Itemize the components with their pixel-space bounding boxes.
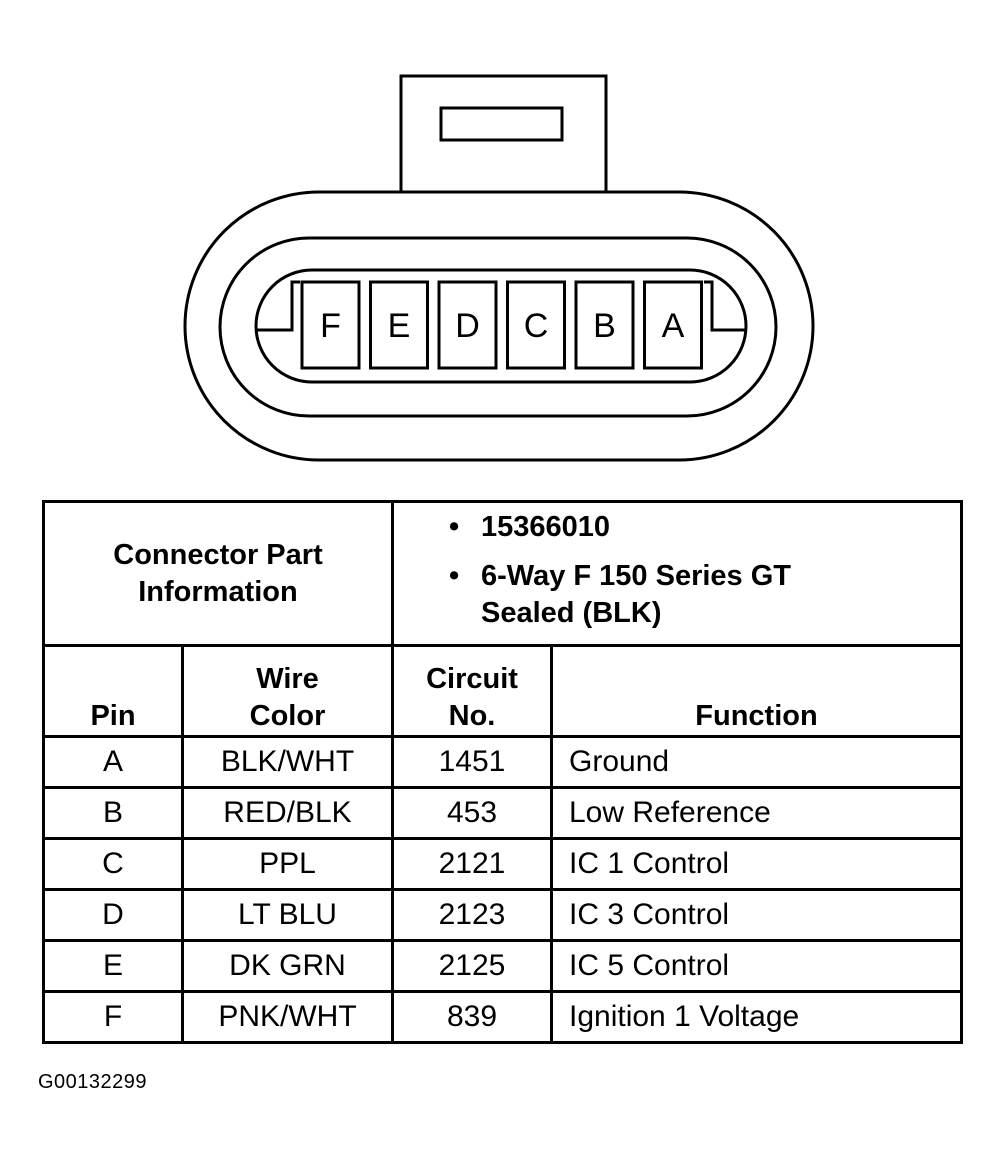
pin-cell: E	[42, 939, 184, 993]
connector-lock-slot	[439, 106, 564, 142]
connector-seal-contour	[218, 236, 778, 418]
function-cell: Ground	[550, 735, 963, 789]
col-header-function: Function	[550, 644, 963, 738]
cavity-label: C	[524, 307, 549, 345]
circuit-cell: 453	[391, 786, 553, 840]
part-info-item: • 15366010	[449, 509, 960, 546]
cavity-label: A	[662, 307, 685, 345]
function-cell: IC 5 Control	[550, 939, 963, 993]
circuit-cell: 2125	[391, 939, 553, 993]
cavity-a	[643, 280, 703, 370]
connector-outer-shell	[183, 190, 815, 462]
wire-color-cell: PPL	[181, 837, 394, 891]
part-info-item: • 6-Way F 150 Series GT Sealed (BLK)	[449, 558, 960, 632]
wire-color-cell: BLK/WHT	[181, 735, 394, 789]
connector-info-table: Connector Part Information • 15366010 • …	[42, 500, 963, 1044]
pin-cell: F	[42, 990, 184, 1044]
cavity-b	[574, 280, 635, 370]
connector-left-notch	[256, 280, 300, 332]
part-number: 15366010	[481, 511, 611, 543]
part-info-label: Connector Part Information	[113, 538, 323, 608]
function-cell: Low Reference	[550, 786, 963, 840]
cavity-d	[437, 280, 498, 370]
cavity-label: E	[388, 307, 411, 345]
function-cell: Ignition 1 Voltage	[550, 990, 963, 1044]
col-header-wire-color: Wire Color	[181, 644, 394, 738]
wire-color-cell: LT BLU	[181, 888, 394, 942]
pin-cell: D	[42, 888, 184, 942]
function-cell: IC 1 Control	[550, 837, 963, 891]
circuit-cell: 1451	[391, 735, 553, 789]
cavity-label: B	[593, 307, 616, 345]
connector-right-notch	[704, 280, 746, 332]
cavity-c	[506, 280, 566, 370]
connector-cavity-frame	[254, 268, 748, 384]
cavity-f	[300, 280, 361, 370]
wire-color-cell: RED/BLK	[181, 786, 394, 840]
function-cell: IC 3 Control	[550, 888, 963, 942]
figure-id: G00132299	[38, 1071, 148, 1093]
cavity-e	[369, 280, 429, 370]
circuit-cell: 2123	[391, 888, 553, 942]
col-header-pin: Pin	[42, 644, 184, 738]
cavity-label: F	[320, 307, 341, 345]
part-info-bullets-cell: • 15366010 • 6-Way F 150 Series GT Seale…	[391, 500, 963, 647]
connector-description: 6-Way F 150 Series GT Sealed (BLK)	[481, 560, 792, 629]
wire-color-cell: DK GRN	[181, 939, 394, 993]
part-info-label-cell: Connector Part Information	[42, 500, 394, 647]
pin-cell: A	[42, 735, 184, 789]
pin-cell: B	[42, 786, 184, 840]
circuit-cell: 2121	[391, 837, 553, 891]
pin-cell: C	[42, 837, 184, 891]
col-header-circuit: Circuit No.	[391, 644, 553, 738]
wire-color-cell: PNK/WHT	[181, 990, 394, 1044]
cavity-label: D	[455, 307, 480, 345]
bullet-icon: •	[449, 560, 460, 592]
column-header-row: Pin Wire Color Circuit No. Function	[42, 644, 963, 738]
circuit-cell: 839	[391, 990, 553, 1044]
bullet-icon: •	[449, 511, 460, 543]
